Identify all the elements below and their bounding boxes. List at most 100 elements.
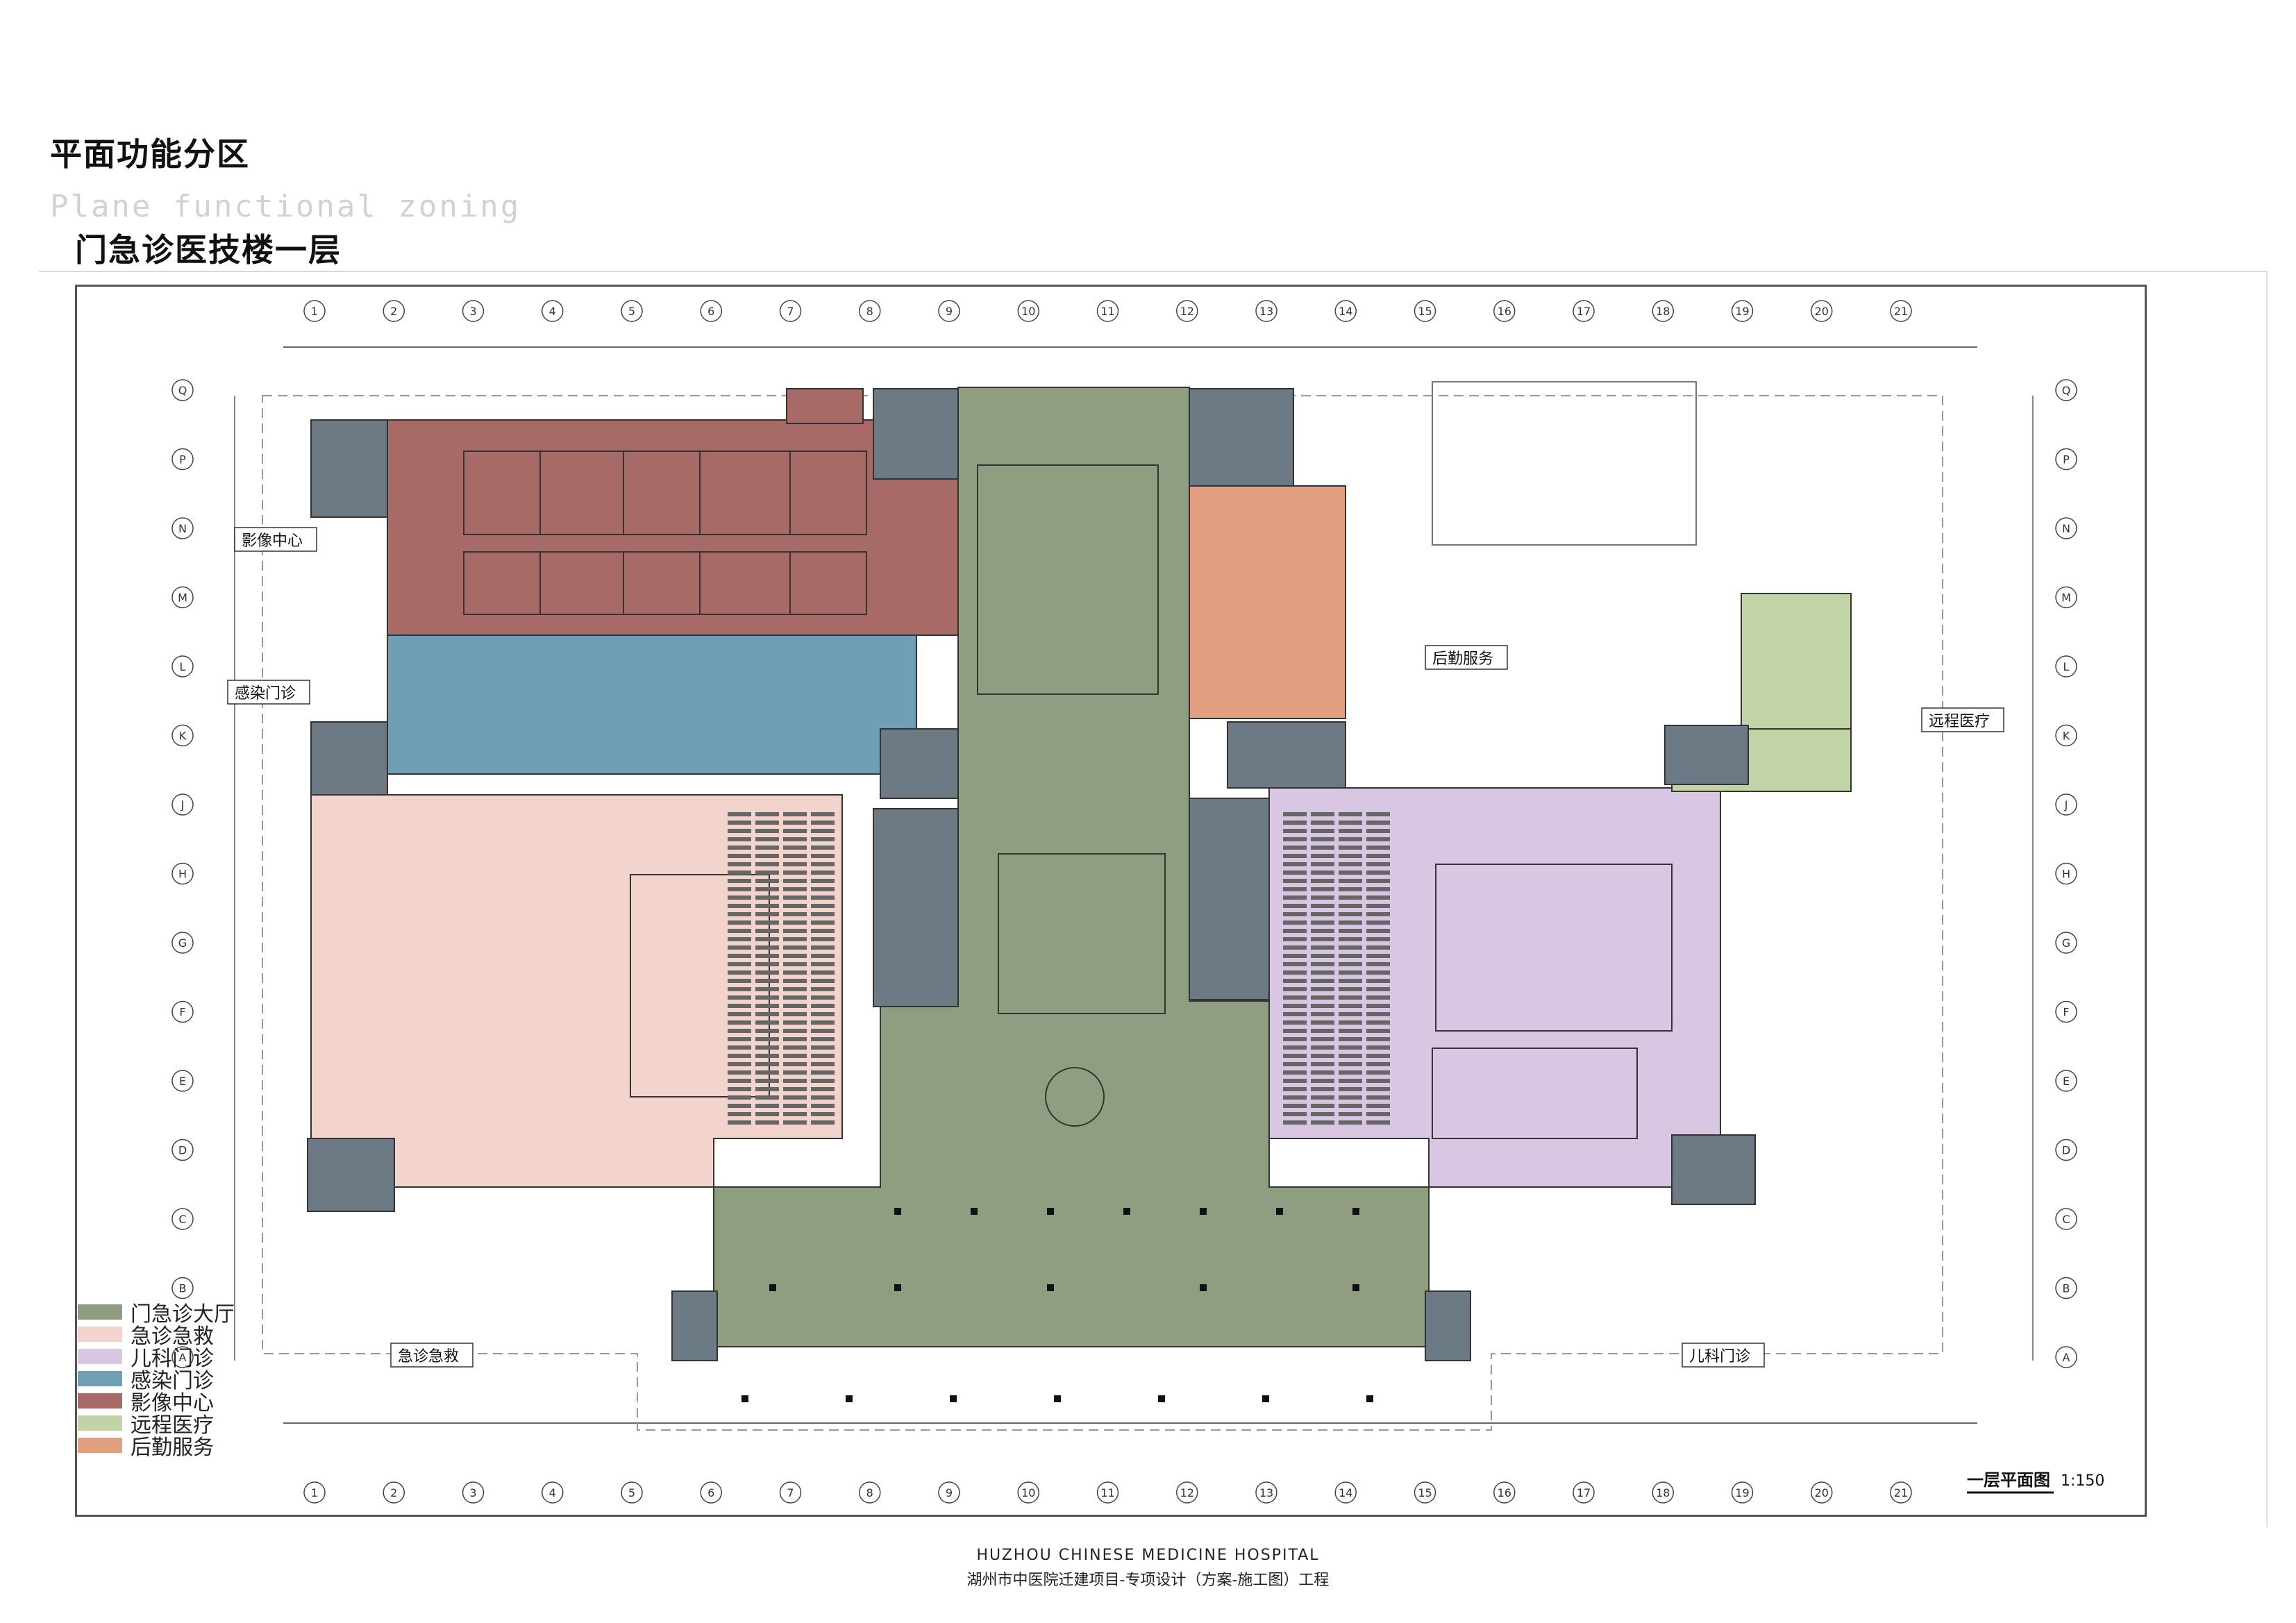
legend-item: 后勤服务: [78, 1434, 235, 1460]
seat-row: [728, 1020, 751, 1025]
seat-row: [755, 837, 779, 841]
seat-row: [755, 1037, 779, 1041]
grid-bubble: 16: [1493, 300, 1516, 322]
seat-row: [783, 954, 807, 958]
svg-text:N: N: [2062, 522, 2070, 535]
grid-bubble: B: [171, 1277, 194, 1300]
grid-bubble: 6: [700, 1481, 722, 1504]
seat-row: [783, 895, 807, 900]
seat-row: [1283, 1054, 1307, 1058]
grid-bubble: N: [171, 517, 194, 539]
legend-label: 影像中心: [131, 1391, 214, 1415]
svg-text:7: 7: [787, 305, 794, 318]
svg-text:17: 17: [1577, 1486, 1591, 1499]
svg-text:12: 12: [1180, 1486, 1194, 1499]
grid-bubble: 10: [1017, 300, 1039, 322]
seat-row: [811, 837, 835, 841]
seat-row: [811, 1054, 835, 1058]
grid-bubble: G: [171, 932, 194, 954]
seat-row: [1311, 837, 1334, 841]
seat-row: [1283, 979, 1307, 983]
structural-column: [950, 1395, 957, 1402]
seat-row: [755, 887, 779, 891]
seat-row: [783, 862, 807, 866]
seat-row: [811, 904, 835, 908]
seat-row: [1339, 929, 1362, 933]
zone-legend: 门急诊大厅急诊急救儿科门诊感染门诊影像中心远程医疗后勤服务: [78, 1301, 235, 1460]
seat-row: [1283, 871, 1307, 875]
grid-bubble: 2: [383, 1481, 405, 1504]
seat-row: [783, 887, 807, 891]
seat-row: [728, 1054, 751, 1058]
seat-row: [755, 812, 779, 816]
seat-row: [755, 1087, 779, 1091]
seat-row: [1283, 1062, 1307, 1066]
svg-text:9: 9: [946, 305, 953, 318]
hall-columns: [741, 1208, 1373, 1402]
seat-row: [728, 837, 751, 841]
structural-column: [1200, 1208, 1207, 1215]
seat-row: [728, 1079, 751, 1083]
seat-row: [755, 1062, 779, 1066]
seat-row: [1283, 1095, 1307, 1100]
seat-row: [1366, 912, 1390, 916]
label-remote: 远程医疗: [1929, 713, 1990, 730]
seat-row: [755, 1004, 779, 1008]
svg-text:12: 12: [1180, 305, 1194, 318]
seat-row: [1366, 962, 1390, 966]
svg-text:A: A: [179, 1351, 187, 1364]
seat-row: [1283, 962, 1307, 966]
grid-bubble: 7: [779, 300, 802, 322]
svg-text:18: 18: [1656, 305, 1670, 318]
seat-row: [1339, 904, 1362, 908]
seat-row: [1311, 1070, 1334, 1075]
seat-row: [1283, 887, 1307, 891]
svg-text:F: F: [179, 1006, 185, 1019]
seat-row: [728, 862, 751, 866]
structural-column: [846, 1395, 853, 1402]
seat-row: [1311, 954, 1334, 958]
seat-row: [1366, 937, 1390, 941]
label-logistics: 后勤服务: [1432, 650, 1493, 668]
seat-row: [1339, 1012, 1362, 1016]
seat-row: [1283, 1120, 1307, 1125]
svg-text:L: L: [180, 660, 186, 673]
seat-row: [1283, 1004, 1307, 1008]
seat-row: [1339, 1079, 1362, 1083]
waiting-seats: [728, 812, 1390, 1125]
seat-row: [755, 846, 779, 850]
seat-row: [755, 1079, 779, 1083]
grid-bubble: 13: [1255, 300, 1277, 322]
seat-row: [1311, 1104, 1334, 1108]
grid-bubble: 3: [462, 1481, 485, 1504]
svg-text:14: 14: [1339, 305, 1352, 318]
seat-row: [811, 871, 835, 875]
seat-row: [1366, 1070, 1390, 1075]
footer-project-name: 湖州市中医院迁建项目-专项设计（方案-施工图）工程: [966, 1572, 1330, 1589]
structural-column: [1352, 1284, 1359, 1291]
seat-row: [1339, 987, 1362, 991]
structural-column: [1366, 1395, 1373, 1402]
seat-row: [1366, 887, 1390, 891]
seat-row: [783, 879, 807, 883]
seat-row: [1283, 1037, 1307, 1041]
seat-row: [811, 954, 835, 958]
seat-row: [1311, 1054, 1334, 1058]
seat-row: [1366, 904, 1390, 908]
grid-bubble: C: [171, 1208, 194, 1230]
seat-row: [811, 879, 835, 883]
structural-column: [1047, 1284, 1054, 1291]
grid-bubble: 6: [700, 300, 722, 322]
svg-text:6: 6: [707, 1486, 714, 1499]
seat-row: [783, 1020, 807, 1025]
legend-item: 门急诊大厅: [78, 1301, 235, 1327]
svg-text:11: 11: [1100, 305, 1114, 318]
seat-row: [783, 979, 807, 983]
seat-row: [1283, 987, 1307, 991]
footer-hospital-name: HUZHOU CHINESE MEDICINE HOSPITAL: [976, 1547, 1320, 1564]
grid-bubble: E: [2055, 1070, 2077, 1092]
seat-row: [1311, 987, 1334, 991]
seat-row: [811, 821, 835, 825]
